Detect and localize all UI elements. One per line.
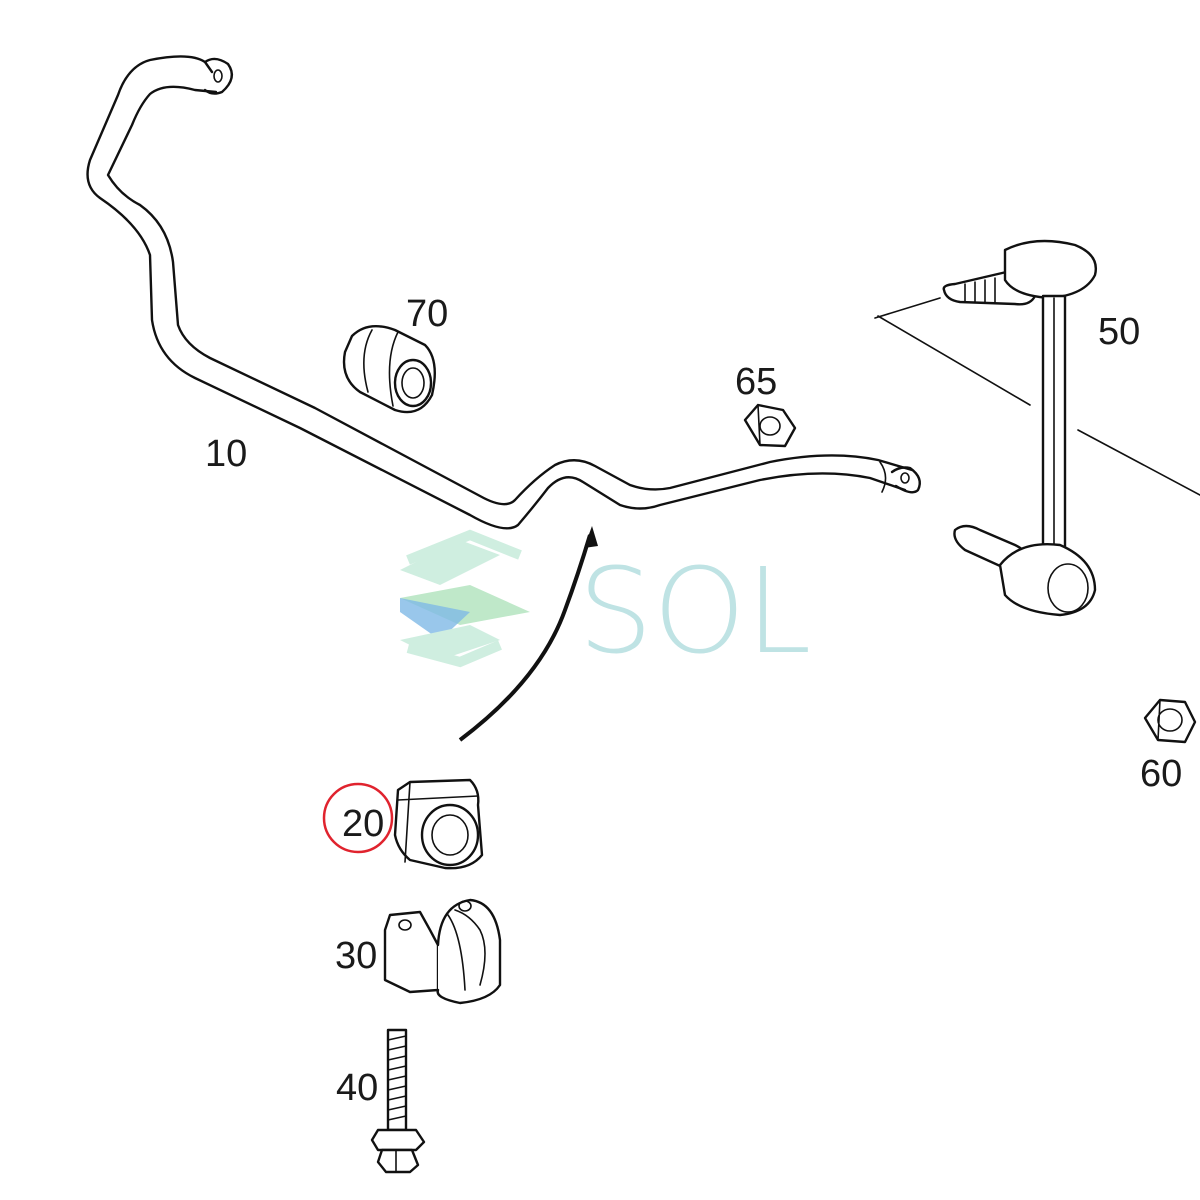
- label-30: 30: [335, 935, 377, 977]
- label-50: 50: [1098, 311, 1140, 353]
- bolt-part: [370, 1028, 426, 1174]
- label-65: 65: [735, 361, 777, 403]
- label-70: 70: [406, 293, 448, 335]
- nut-large-part: [1143, 698, 1197, 744]
- label-60: 60: [1140, 753, 1182, 795]
- bracket-part: [383, 898, 502, 1005]
- label-10: 10: [205, 433, 247, 475]
- rubber-mount-part: [342, 324, 436, 414]
- label-20: 20: [342, 803, 384, 845]
- watermark: SOL: [400, 529, 812, 680]
- watermark-text: SOL: [578, 542, 812, 680]
- assembly-arrow: [458, 526, 598, 742]
- link-rod-part: [874, 239, 1200, 617]
- highlight-circle: [322, 782, 394, 854]
- bushing-part: [393, 778, 484, 870]
- label-40: 40: [336, 1067, 378, 1109]
- nut-small-part: [743, 403, 797, 448]
- watermark-logo-icon: [400, 529, 530, 668]
- stabilizer-bar-part: [86, 55, 921, 530]
